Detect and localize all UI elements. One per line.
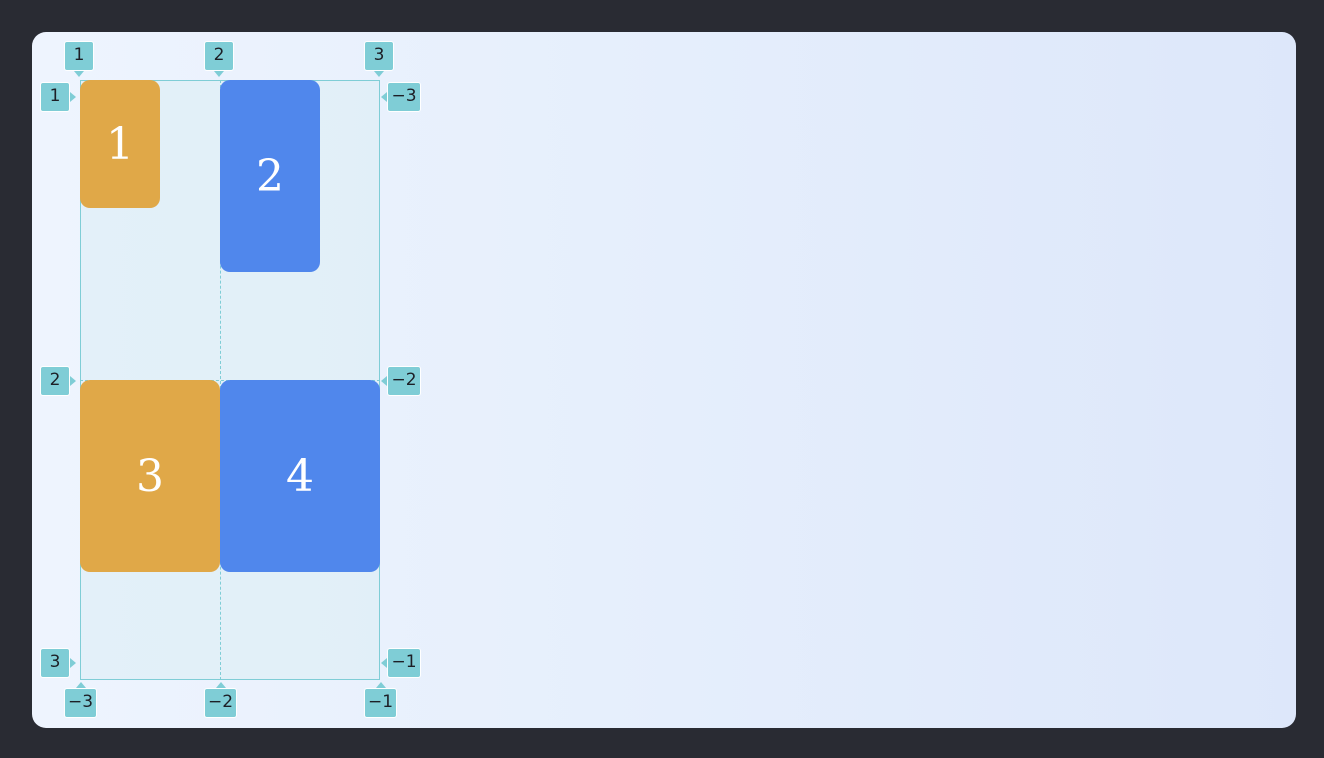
row-line-label-right-3: −1 [381, 648, 421, 678]
grid-item-3: 3 [80, 380, 220, 572]
row-line-label-left-3: 3 [40, 648, 76, 678]
column-line-label-bottom-3: −1 [364, 682, 398, 718]
grid-item-4: 4 [220, 380, 380, 572]
row-line-label-right-1: −3 [381, 82, 421, 112]
column-line-label-top-1: 1 [64, 41, 94, 77]
grid-item-2: 2 [220, 80, 320, 272]
column-line-label-bottom-2: −2 [204, 682, 238, 718]
column-line-label-top-3: 3 [364, 41, 394, 77]
row-line-label-right-2: −2 [381, 366, 421, 396]
row-line-label-left-1: 1 [40, 82, 76, 112]
column-line-label-top-2: 2 [204, 41, 234, 77]
column-line-label-bottom-1: −3 [64, 682, 98, 718]
grid-item-1: 1 [80, 80, 160, 208]
row-line-label-left-2: 2 [40, 366, 76, 396]
